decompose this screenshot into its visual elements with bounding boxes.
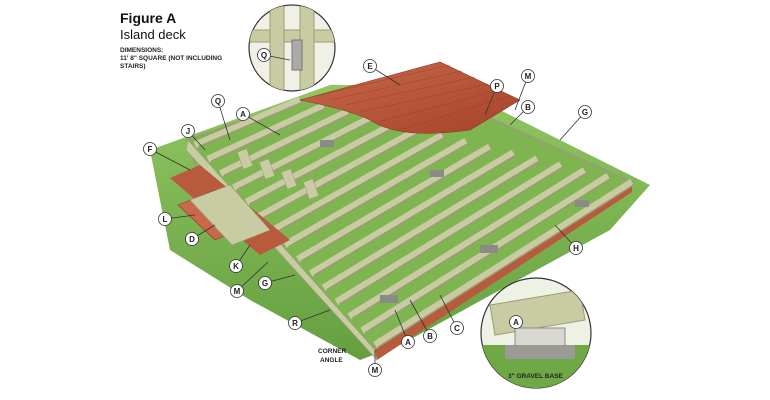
joist-shadow xyxy=(210,107,328,162)
joist xyxy=(283,137,468,249)
svg-text:B: B xyxy=(525,103,531,112)
callout-f: F xyxy=(143,142,157,156)
stair-landing xyxy=(189,184,271,246)
joist xyxy=(206,102,326,163)
callouts: E M P B G Q A J F L D K M G R A B C H M … xyxy=(143,48,592,377)
svg-text:A: A xyxy=(513,318,519,327)
svg-text:G: G xyxy=(262,279,268,288)
joist xyxy=(347,167,587,320)
joist xyxy=(244,120,397,206)
joist xyxy=(373,179,634,348)
callout-j: J xyxy=(181,124,195,138)
svg-text:E: E xyxy=(367,62,373,71)
dimensions-label: DIMENSIONS: xyxy=(120,47,164,54)
joist xyxy=(360,173,611,334)
corner-angle-note-line2: ANGLE xyxy=(320,357,343,364)
joist-shadow xyxy=(236,118,375,191)
callout-a: A xyxy=(236,107,250,121)
callout-h: H xyxy=(569,241,583,255)
joist xyxy=(231,114,373,191)
callout-m: M xyxy=(521,69,535,83)
callout-q-inset: Q xyxy=(257,48,271,62)
dimensions-value: 11' 8" SQUARE (NOT INCLUDING STAIRS) xyxy=(120,55,223,70)
joist-shadow xyxy=(313,154,517,277)
svg-text:C: C xyxy=(454,324,460,333)
svg-text:H: H xyxy=(573,244,579,253)
joist xyxy=(334,161,563,306)
joist-shadow xyxy=(274,136,446,234)
callout-p: P xyxy=(490,79,504,93)
joist-shadow xyxy=(339,165,565,305)
svg-text:D: D xyxy=(189,235,195,244)
callout-r: R xyxy=(288,316,302,330)
svg-text:M: M xyxy=(372,366,379,375)
joist-shadow xyxy=(351,171,588,320)
floor-joists xyxy=(193,96,636,348)
callout-b-lower: B xyxy=(423,329,437,343)
callout-k: K xyxy=(229,259,243,273)
callout-e: E xyxy=(363,59,377,73)
svg-text:L: L xyxy=(163,215,168,224)
svg-text:M: M xyxy=(234,287,241,296)
blocking xyxy=(236,148,320,200)
joist-shadow xyxy=(326,159,541,291)
joist xyxy=(193,96,302,149)
callout-l: L xyxy=(158,212,172,226)
figure-subtitle: Island deck xyxy=(120,27,186,42)
svg-text:A: A xyxy=(405,338,411,347)
svg-text:Q: Q xyxy=(261,51,267,60)
svg-text:G: G xyxy=(582,108,588,117)
joist xyxy=(296,143,492,263)
gravel-base-note: 3" GRAVEL BASE xyxy=(508,373,564,380)
joist-shadow xyxy=(197,101,304,148)
joist-shadow xyxy=(364,177,612,334)
svg-text:R: R xyxy=(292,319,298,328)
callout-b: B xyxy=(521,100,535,114)
svg-text:A: A xyxy=(240,110,246,119)
callout-g: G xyxy=(578,105,592,119)
callout-m-lower: M xyxy=(230,284,244,298)
svg-text:P: P xyxy=(494,82,500,91)
joist-hanger-detail-inset xyxy=(248,4,336,92)
joist-shadow xyxy=(249,124,399,205)
joist-shadow xyxy=(261,130,422,220)
svg-text:Q: Q xyxy=(215,97,221,106)
joist xyxy=(257,126,421,220)
callout-c: C xyxy=(450,321,464,335)
callout-q: Q xyxy=(211,94,225,108)
figure-title: Figure A xyxy=(120,10,177,26)
joist xyxy=(270,132,444,234)
svg-text:J: J xyxy=(186,127,190,136)
callout-g-lower: G xyxy=(258,276,272,290)
callout-m-bottom: M xyxy=(368,363,382,377)
svg-text:K: K xyxy=(233,262,239,271)
callout-a-inset: A xyxy=(509,315,523,329)
decking-boards xyxy=(299,61,521,134)
callout-d: D xyxy=(185,232,199,246)
joist xyxy=(308,149,516,277)
joist xyxy=(321,155,539,291)
dimensions-note: DIMENSIONS: 11' 8" SQUARE (NOT INCLUDING… xyxy=(120,47,230,71)
svg-text:B: B xyxy=(427,332,433,341)
svg-text:M: M xyxy=(525,72,532,81)
footings xyxy=(320,140,589,303)
joist-shadow xyxy=(287,142,470,248)
callout-a-lower: A xyxy=(401,335,415,349)
svg-text:F: F xyxy=(148,145,153,154)
joist-shadow xyxy=(300,148,494,262)
corner-angle-note-line1: CORNER xyxy=(318,348,346,355)
decking-board-seams xyxy=(314,64,511,131)
